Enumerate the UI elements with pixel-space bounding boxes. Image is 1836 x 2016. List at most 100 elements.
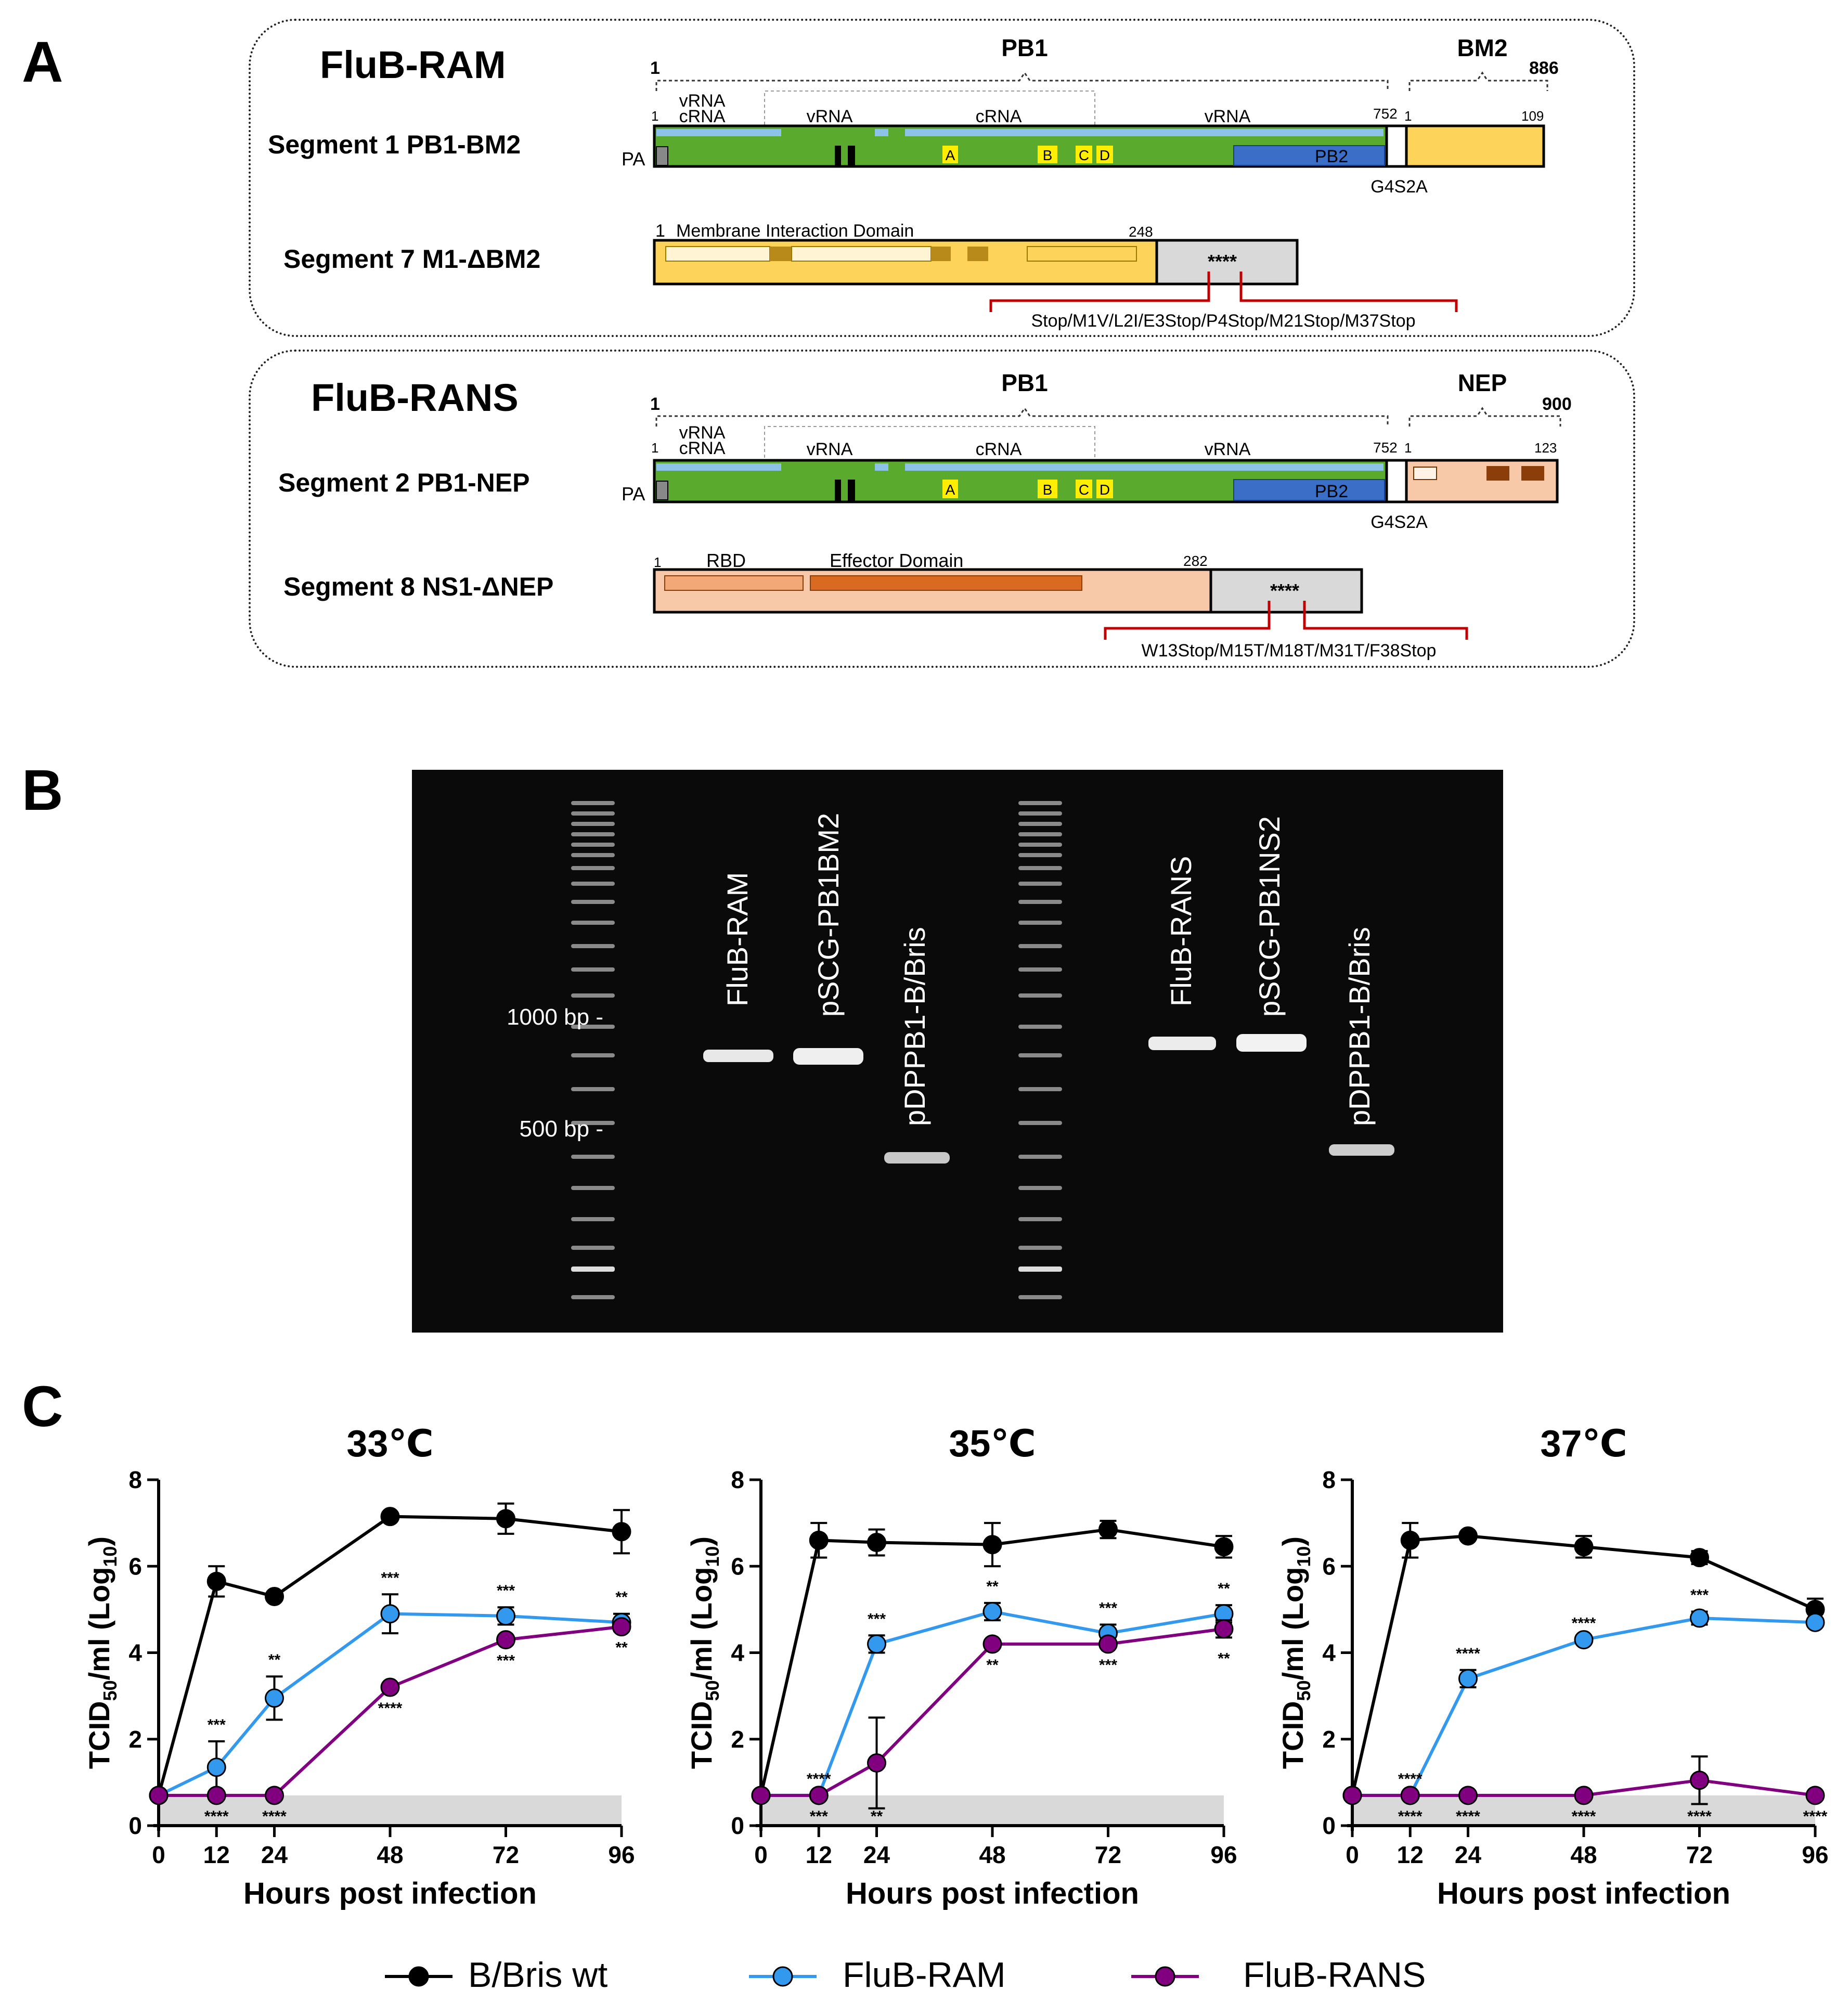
ladder-band: [571, 900, 615, 904]
y-tick-label: 6: [128, 1553, 142, 1580]
lane-label-flub-ram: FluB-RAM: [721, 872, 754, 1006]
significance-rans: ****: [1803, 1808, 1828, 1825]
y-tick-label: 8: [128, 1466, 142, 1493]
ram-vrna-3: vRNA: [1205, 107, 1251, 126]
significance-ram: ****: [1572, 1615, 1596, 1632]
data-point: [380, 1604, 400, 1624]
ram-construct-box: [249, 19, 1635, 337]
rans-rbd-domain: [664, 575, 804, 591]
significance-rans: ***: [1099, 1657, 1117, 1674]
significance-rans: ****: [1398, 1808, 1423, 1825]
legend-label-ram: FluB-RAM: [843, 1955, 1006, 1995]
data-point: [809, 1530, 829, 1550]
rans-nep-domain-2: [1486, 466, 1509, 481]
ram-linker-label: G4S2A: [1370, 177, 1428, 197]
x-tick-label: 0: [754, 1841, 768, 1868]
lane-label-pdppb1-1: pDPPB1-B/Bris: [898, 927, 931, 1126]
y-tick-label: 2: [731, 1726, 744, 1753]
ladder-band: [571, 1295, 615, 1299]
ram-motif-c-box: [1076, 146, 1092, 163]
legend-marker-wt: [408, 1966, 429, 1987]
panel-a-diagram: FluB-RAM 1 PB1 BM2 886 vRNA cRNA vRNA cR…: [268, 34, 1572, 661]
ram-black-mark-2: [848, 146, 855, 166]
marker-1000bp: 1000 bp -: [507, 1004, 603, 1030]
chart-title: 37℃: [1540, 1423, 1627, 1465]
ram-segment1-label: Segment 1 PB1-BM2: [268, 130, 521, 159]
ladder-band: [1018, 832, 1062, 836]
ladder-band: [1018, 1267, 1062, 1272]
x-axis-label: Hours post infection: [1437, 1877, 1730, 1910]
rans-effector-label: Effector Domain: [830, 550, 963, 571]
data-point: [206, 1757, 226, 1777]
legend-marker-ram: [772, 1966, 793, 1987]
ladder-band: [1018, 1053, 1062, 1057]
band-flub-rans: [1148, 1037, 1216, 1050]
detection-limit-area: [761, 1795, 1224, 1826]
band-pdppb1-1: [884, 1152, 950, 1164]
ladder-lane-2: [1018, 801, 1062, 1299]
rans-motif-d-box: [1096, 480, 1113, 498]
series-line: [1352, 1778, 1816, 1797]
ram-mutation-bracket: [989, 272, 1458, 312]
ladder-band: [571, 1121, 615, 1125]
rans-linker-block: [1385, 459, 1408, 503]
ram-bm2-label: BM2: [1457, 34, 1507, 61]
panel-b-letter: B: [22, 758, 63, 822]
ram-vrna-bar-1: [656, 129, 781, 136]
rans-crna-2: cRNA: [976, 440, 1022, 459]
significance-rans: ***: [810, 1808, 828, 1825]
series-line: [158, 1612, 622, 1797]
ram-pb2-block: [1233, 145, 1385, 166]
data-point: [206, 1786, 226, 1805]
ladder-band: [571, 944, 615, 948]
ladder-band: [1018, 1217, 1062, 1221]
detection-limit-area: [159, 1795, 622, 1826]
y-tick-label: 6: [1322, 1553, 1336, 1580]
rans-linker-label: G4S2A: [1370, 512, 1428, 532]
x-tick-label: 48: [377, 1841, 403, 1868]
ladder-band: [1018, 900, 1062, 904]
data-point: [1690, 1771, 1709, 1790]
significance-ram: ***: [1690, 1587, 1709, 1604]
gel-background: [412, 770, 1503, 1333]
series-line: [1351, 1534, 1816, 1796]
ram-m1-domain-5: [967, 247, 988, 261]
significance-rans: ****: [1687, 1808, 1712, 1825]
significance-rans: **: [1218, 1650, 1230, 1667]
rans-segment2-label: Segment 2 PB1-NEP: [278, 468, 529, 497]
significance-rans: ****: [262, 1808, 287, 1825]
y-tick-label: 2: [128, 1726, 142, 1753]
ladder-band: [571, 1155, 615, 1159]
ram-motif-b: B: [1043, 147, 1053, 163]
ladder-band: [571, 843, 615, 847]
x-tick-label: 72: [1686, 1841, 1713, 1868]
gel-image: 1000 bp - 500 bp - FluB-RAM pSCG-PB1BM2 …: [412, 770, 1503, 1333]
significance-ram: ***: [497, 1582, 515, 1599]
lane-label-pscg-pb1bm2: pSCG-PB1BM2: [812, 813, 845, 1017]
rans-crna-bar: [905, 463, 1384, 471]
y-axis-label: TCID50/ml (Log10): [685, 1536, 723, 1769]
ladder-band: [571, 866, 615, 870]
significance-ram: **: [268, 1651, 281, 1669]
data-point: [1098, 1520, 1118, 1540]
ram-mutations: Stop/M1V/L2I/E3Stop/P4Stop/M21Stop/M37St…: [1031, 311, 1415, 331]
rans-ns1-start: 1: [654, 554, 661, 570]
significance-ram: ***: [1099, 1599, 1117, 1617]
y-tick-label: 0: [128, 1812, 142, 1839]
rans-vrna-2: vRNA: [807, 440, 853, 459]
series-line: [761, 1627, 1224, 1797]
series-line: [759, 1528, 1224, 1796]
x-tick-label: 24: [863, 1841, 890, 1868]
ladder-band: [571, 1186, 615, 1190]
rans-vrna-bar-1: [656, 463, 781, 471]
rans-seg-start: 1: [651, 440, 658, 456]
ram-segment7-label: Segment 7 M1-ΔBM2: [283, 244, 540, 274]
ram-vrna-2: vRNA: [807, 107, 853, 126]
rans-nep-label: NEP: [1458, 369, 1507, 396]
y-tick-label: 4: [731, 1639, 744, 1666]
rans-vrna-3: vRNA: [1205, 440, 1251, 459]
significance-ram: ***: [208, 1716, 226, 1734]
ram-m1-domain-4: [931, 247, 951, 261]
ram-pb1-label: PB1: [1001, 34, 1048, 61]
y-tick-label: 6: [731, 1553, 744, 1580]
